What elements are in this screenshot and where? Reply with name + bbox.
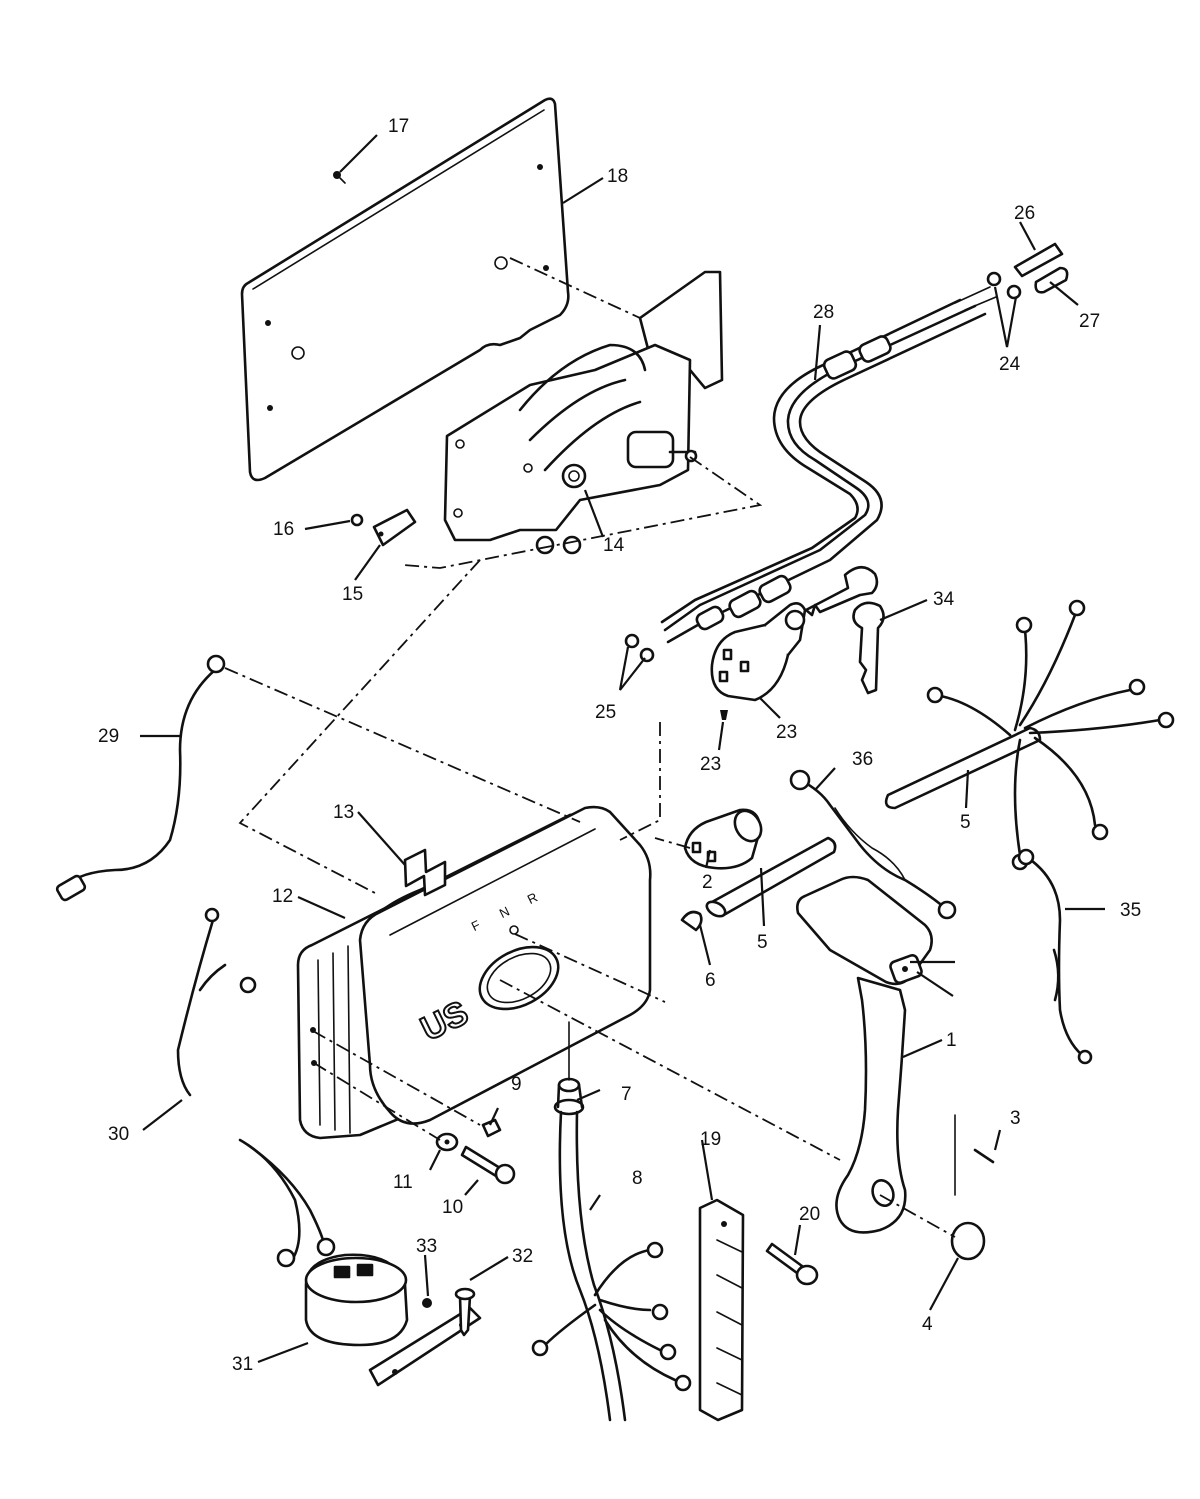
switch-terminal-screw (720, 710, 728, 720)
cable-assembly (660, 286, 997, 644)
callout-labels: 17 18 26 27 24 28 14 16 15 34 25 23 23 2… (98, 116, 1141, 1375)
callout-3: 3 (1010, 1108, 1021, 1129)
horn-mount-screw (454, 1287, 476, 1337)
callout-10: 10 (442, 1197, 463, 1218)
lanyard-lead (55, 654, 226, 902)
housing-screw-long (460, 1145, 516, 1185)
callout-28: 30 (108, 1124, 129, 1145)
lock-clip (372, 508, 417, 547)
horn-nut (422, 1298, 432, 1308)
wiring-sleeve (705, 836, 837, 918)
callout-27: 29 (98, 726, 119, 747)
callout-31: 33 (416, 1236, 437, 1257)
callout-30: 32 (512, 1246, 533, 1267)
callout-4: 4 (922, 1314, 933, 1335)
assembly-lines (224, 257, 956, 1238)
callout-16: 16 (273, 519, 294, 540)
callout-23-lower: 25 (595, 702, 616, 723)
block-screw (765, 1242, 819, 1286)
callout-2: 2 (702, 872, 713, 893)
callout-21: 23 (776, 722, 797, 743)
callout-29: 31 (232, 1354, 253, 1375)
callout-22: 23 (700, 754, 721, 775)
callout-9: 9 (511, 1074, 522, 1095)
callout-5-upper: 5 (960, 812, 971, 833)
horn-lead (176, 907, 336, 1268)
ignition-keys (804, 565, 885, 695)
callout-19: 19 (700, 1129, 721, 1150)
detent-spring (403, 848, 447, 897)
stop-switch-lanyard (789, 769, 957, 920)
control-handle (796, 875, 933, 1234)
grommet (553, 1077, 585, 1116)
trim-harness (531, 1110, 692, 1422)
callout-15: 15 (342, 584, 363, 605)
callout-17: 17 (388, 116, 409, 137)
callout-25: 27 (1079, 311, 1100, 332)
callout-6: 6 (705, 970, 716, 991)
handle-knob (950, 1221, 986, 1261)
callout-33: 35 (1120, 900, 1141, 921)
handle-pin (973, 1148, 995, 1164)
control-mechanism (443, 270, 724, 555)
stop-switch (683, 808, 763, 870)
mounting-plate (240, 97, 570, 482)
plate-screw (333, 171, 346, 184)
callout-1: 1 (946, 1030, 957, 1051)
callout-12: 12 (272, 886, 293, 907)
callout-5-lower: 5 (757, 932, 768, 953)
control-housing: US F N R (296, 805, 652, 1140)
cable-end-pin (1013, 242, 1064, 278)
retainer-clip (680, 910, 703, 932)
callout-11: 11 (393, 1172, 413, 1193)
locknuts-lower (624, 633, 655, 663)
callout-14: 14 (603, 535, 625, 556)
callout-23-upper: 24 (999, 354, 1021, 375)
callout-32: 34 (933, 589, 955, 610)
terminal-block (698, 1198, 745, 1422)
callout-18: 18 (607, 166, 628, 187)
cable-end-barrel (1034, 266, 1069, 294)
jumper-lead (1017, 848, 1093, 1065)
callout-26: 28 (813, 302, 834, 323)
callout-20: 20 (799, 1204, 820, 1225)
main-wiring-harness (884, 599, 1175, 871)
ignition-switch (710, 602, 807, 702)
callout-34: 36 (852, 749, 873, 770)
callout-13: 13 (333, 802, 354, 823)
leader-lines (140, 134, 1105, 1364)
locknuts-upper (986, 271, 1022, 300)
warning-horn (304, 1253, 482, 1387)
washer (435, 1132, 459, 1152)
clip-nut (350, 513, 364, 527)
callout-24: 26 (1014, 203, 1035, 224)
callout-8: 8 (632, 1168, 643, 1189)
callout-7: 7 (621, 1084, 632, 1105)
